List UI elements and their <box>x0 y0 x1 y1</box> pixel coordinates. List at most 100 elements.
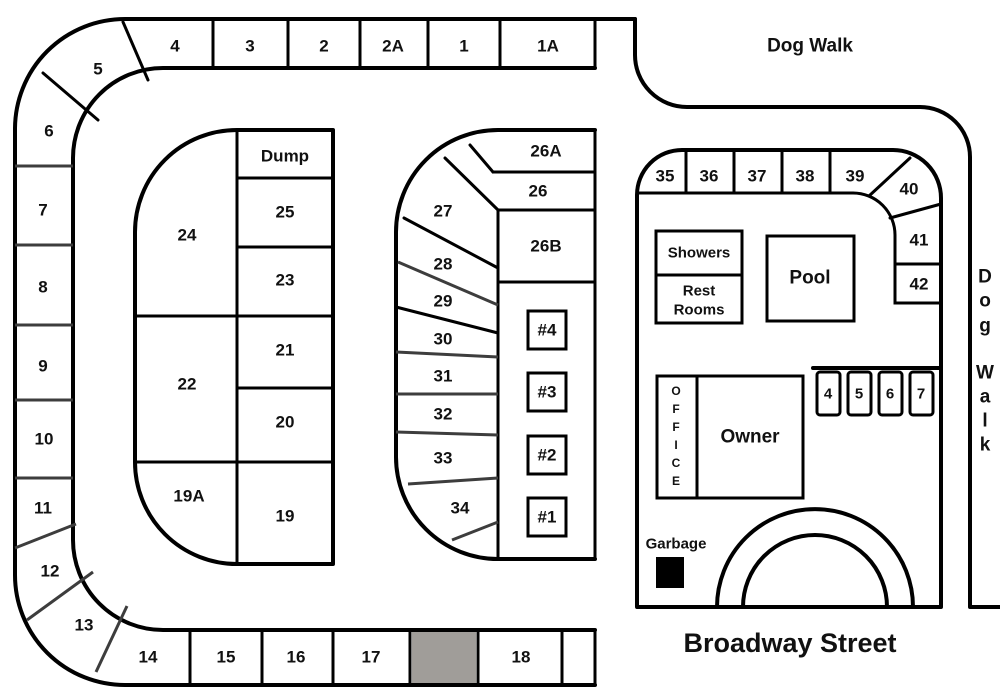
site-32-label[interactable]: 32 <box>434 405 453 424</box>
drive-arc-inner <box>741 533 889 609</box>
site-13-label[interactable]: 13 <box>75 616 94 635</box>
cabin-4-box[interactable] <box>526 309 568 351</box>
right-block-outline <box>635 148 943 609</box>
site-19-label[interactable]: 19 <box>276 507 295 526</box>
small-site-4-label: 4 <box>824 386 833 403</box>
site-34-label[interactable]: 34 <box>451 499 470 518</box>
small-site-5-label: 5 <box>855 386 863 403</box>
drive-arc-outer <box>715 507 915 609</box>
site-6-label[interactable]: 6 <box>44 122 53 141</box>
left-island: Dump 24 22 19A 25 23 21 20 19 <box>133 128 335 566</box>
dog-walk-letter: g <box>979 316 991 337</box>
site-30-label[interactable]: 30 <box>434 330 453 349</box>
site-2-label[interactable]: 2 <box>319 37 328 56</box>
small-site-7-label: 7 <box>917 386 925 403</box>
site-36-label[interactable]: 36 <box>700 167 719 186</box>
cabin-1-box[interactable] <box>526 496 568 538</box>
site-42-label[interactable]: 42 <box>910 275 929 294</box>
site-17-label[interactable]: 17 <box>362 648 381 667</box>
site-28-label[interactable]: 28 <box>434 255 453 274</box>
dump-label[interactable]: Dump <box>261 147 309 166</box>
office-letter: I <box>674 438 677 452</box>
dog-walk-path <box>633 17 1000 609</box>
site-26-label[interactable]: 26 <box>529 182 548 201</box>
site-2a-label[interactable]: 2A <box>382 37 404 56</box>
office-letter: C <box>672 456 681 470</box>
site-41-label[interactable]: 41 <box>910 231 929 250</box>
site-26a-label[interactable]: 26A <box>530 142 561 161</box>
dog-walk-side-label: D o g W a l k <box>976 267 994 456</box>
site-1a-label[interactable]: 1A <box>537 37 559 56</box>
restrooms-label-line1: Rest <box>683 283 716 300</box>
restrooms-label-line2: Rooms <box>674 302 725 319</box>
site-40-label[interactable]: 40 <box>900 180 919 199</box>
middle-island: 26A 26 26B 27 28 29 30 31 32 33 34 #4 #3… <box>394 128 597 561</box>
site-31-label[interactable]: 31 <box>434 367 453 386</box>
top-sites-inner-line <box>635 191 943 305</box>
site-18-label[interactable]: 18 <box>512 648 531 667</box>
cabin-3-label: #3 <box>538 383 557 402</box>
site-24-label[interactable]: 24 <box>178 226 197 245</box>
dog-walk-letter: l <box>982 411 987 432</box>
outer-site-labels: 4 3 2 2A 1 1A 5 6 7 8 9 10 11 12 13 14 1… <box>34 37 559 667</box>
site-5-label[interactable]: 5 <box>93 60 102 79</box>
garbage-bin[interactable] <box>656 557 684 588</box>
street-label: Broadway Street <box>683 628 896 658</box>
small-site-6[interactable] <box>877 370 904 417</box>
office-letter: E <box>672 474 680 488</box>
site-9-label[interactable]: 9 <box>38 357 47 376</box>
site-38-label[interactable]: 38 <box>796 167 815 186</box>
site-39-label[interactable]: 39 <box>846 167 865 186</box>
site-22-label[interactable]: 22 <box>178 375 197 394</box>
site-7-label[interactable]: 7 <box>38 201 47 220</box>
cabin-2-box[interactable] <box>526 434 568 476</box>
pool-label: Pool <box>789 268 830 289</box>
site-11-label[interactable]: 11 <box>34 499 52 518</box>
middle-island-outline <box>394 128 597 561</box>
site-33-label[interactable]: 33 <box>434 449 453 468</box>
outer-boundary <box>13 17 637 687</box>
site-23-label[interactable]: 23 <box>276 271 295 290</box>
site-14-label[interactable]: 14 <box>139 648 158 667</box>
dog-walk-top-label: Dog Walk <box>767 36 853 57</box>
site-10-label[interactable]: 10 <box>35 430 54 449</box>
garbage-label: Garbage <box>646 536 707 553</box>
inner-boundary <box>71 66 597 632</box>
site-1-label[interactable]: 1 <box>459 37 468 56</box>
small-site-5[interactable] <box>846 370 873 417</box>
site-37-label[interactable]: 37 <box>748 167 767 186</box>
office-owner-building[interactable] <box>655 374 805 500</box>
dog-walk-letter: W <box>976 363 994 384</box>
site-3-label[interactable]: 3 <box>245 37 254 56</box>
site-26b-label[interactable]: 26B <box>530 237 561 256</box>
site-27-label[interactable]: 27 <box>434 202 453 221</box>
site-20-label[interactable]: 20 <box>276 413 295 432</box>
site-25-label[interactable]: 25 <box>276 203 295 222</box>
office-label: O F F I C E <box>671 384 680 488</box>
office-letter: O <box>671 384 680 398</box>
cabin-4-label: #4 <box>538 321 557 340</box>
right-block: 35 36 37 38 39 40 41 42 Showers Rest Roo… <box>635 148 943 609</box>
small-site-4[interactable] <box>815 370 842 417</box>
site-15-label[interactable]: 15 <box>217 648 236 667</box>
site-12-label[interactable]: 12 <box>41 562 60 581</box>
pool-building[interactable] <box>765 234 856 323</box>
cabin-3-box[interactable] <box>526 371 568 413</box>
site-4-label[interactable]: 4 <box>170 37 180 56</box>
small-site-6-label: 6 <box>886 386 894 403</box>
site-29-label[interactable]: 29 <box>434 292 453 311</box>
site-16-label[interactable]: 16 <box>287 648 306 667</box>
dog-walk-letter: D <box>978 267 992 288</box>
cabin-2-label: #2 <box>538 446 557 465</box>
site-8-label[interactable]: 8 <box>38 278 47 297</box>
small-site-7[interactable] <box>908 370 935 417</box>
cabin-1-label: #1 <box>538 508 557 527</box>
dog-walk-letter: o <box>979 291 991 312</box>
showers-restrooms-building[interactable] <box>654 229 744 325</box>
office-letter: F <box>672 402 679 416</box>
site-35-label[interactable]: 35 <box>656 167 675 186</box>
site-21-label[interactable]: 21 <box>276 341 295 360</box>
showers-label: Showers <box>668 245 731 262</box>
site-19a-label[interactable]: 19A <box>173 487 204 506</box>
